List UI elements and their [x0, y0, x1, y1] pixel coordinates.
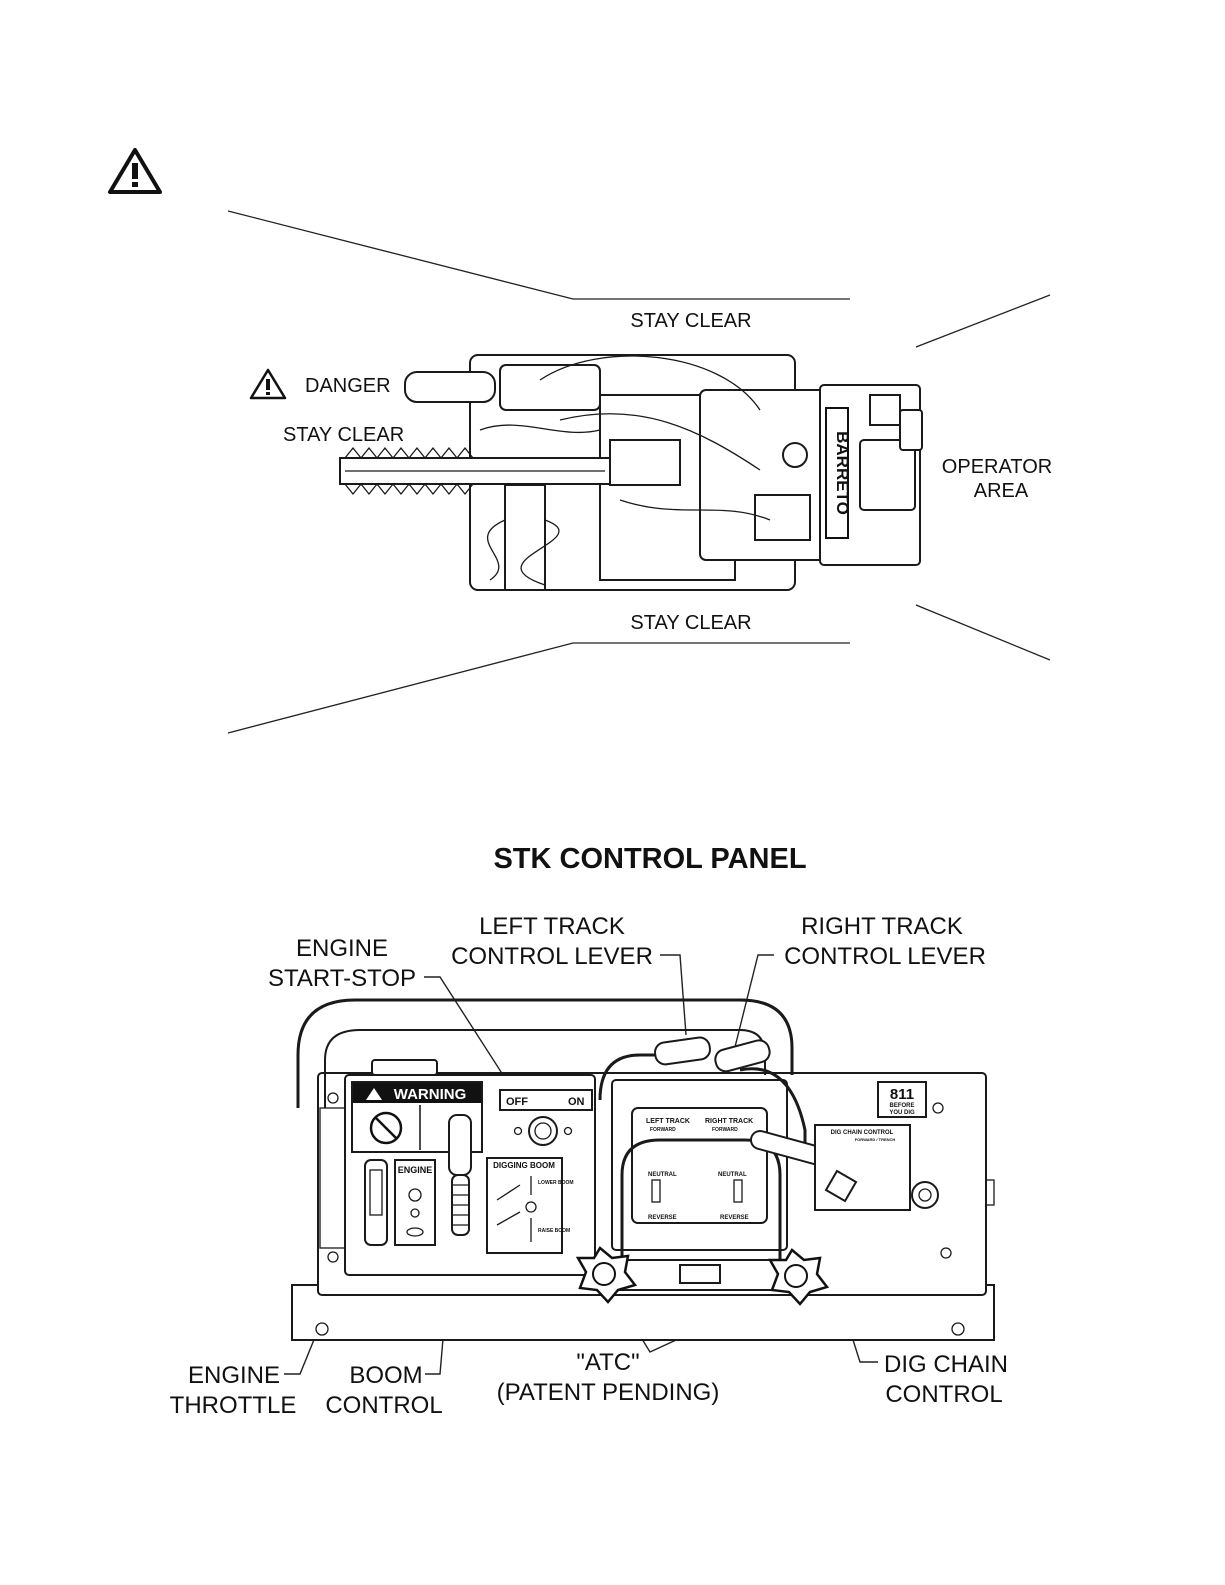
engine-decal-text: ENGINE: [398, 1165, 433, 1175]
switch-on-text: ON: [568, 1096, 585, 1108]
dig-chain-label-1: DIG CHAIN: [884, 1351, 1008, 1378]
call-811-you-dig: YOU DIG: [889, 1110, 915, 1116]
engine-throttle-lever: [364, 1159, 388, 1246]
control-panel-title: STK CONTROL PANEL: [493, 843, 806, 875]
dig-chain-decal: [814, 1124, 911, 1211]
left-track-label-1: LEFT TRACK: [479, 913, 625, 940]
right-track-control-lever: [714, 1039, 771, 1073]
reverse-left-text: REVERSE: [648, 1215, 677, 1221]
stay-clear-bottom-label: STAY CLEAR: [630, 612, 751, 634]
reverse-right-text: REVERSE: [720, 1215, 749, 1221]
call-811-decal: [877, 1081, 927, 1118]
danger-triangle-icon: [249, 368, 287, 400]
forward-right-text: FORWARD: [712, 1127, 738, 1133]
brand-plate-text: BARRETO: [833, 431, 852, 515]
boom-control-label-1: BOOM: [349, 1362, 422, 1389]
atc-label-2: (PATENT PENDING): [497, 1379, 720, 1406]
dig-chain-label-2: CONTROL: [885, 1381, 1002, 1408]
warning-decal-text: WARNING: [394, 1086, 467, 1103]
call-811-number: 811: [890, 1086, 914, 1103]
stay-clear-zone-lines: [227, 210, 1051, 734]
ignition-key-switch: [528, 1116, 558, 1146]
boom-control-label-2: CONTROL: [325, 1392, 442, 1419]
atc-label-1: "ATC": [576, 1349, 639, 1376]
atc-knob-left: [575, 1246, 638, 1304]
engine-start-stop-label-2: START-STOP: [268, 965, 416, 992]
forward-trench-text: FORWARD / TRENCH: [855, 1137, 896, 1142]
turtle-slow-icon: [406, 1227, 424, 1237]
engine-throttle-label-1: ENGINE: [188, 1362, 280, 1389]
raise-boom-text: RAISE BOOM: [538, 1228, 570, 1234]
left-track-control-lever: [654, 1036, 711, 1066]
atc-knob-right: [767, 1248, 830, 1306]
engine-start-stop-label-1: ENGINE: [296, 935, 388, 962]
neutral-right-text: NEUTRAL: [718, 1172, 747, 1178]
trencher-top-view: BARRETO: [339, 354, 923, 591]
right-track-label-1: RIGHT TRACK: [801, 913, 963, 940]
left-track-decal-text: LEFT TRACK: [646, 1118, 690, 1125]
left-track-label-2: CONTROL LEVER: [451, 943, 653, 970]
stay-clear-top-label: STAY CLEAR: [630, 310, 751, 332]
callout-labels: ENGINE START-STOP LEFT TRACK CONTROL LEV…: [170, 913, 1008, 1419]
rabbit-fast-icon: [408, 1188, 422, 1202]
right-track-decal-text: RIGHT TRACK: [705, 1118, 753, 1125]
digging-boom-decal-text: DIGGING BOOM: [493, 1161, 555, 1170]
lower-boom-text: LOWER BOOM: [538, 1180, 574, 1186]
neutral-left-text: NEUTRAL: [648, 1172, 677, 1178]
forward-left-text: FORWARD: [650, 1127, 676, 1133]
right-track-label-2: CONTROL LEVER: [784, 943, 986, 970]
dig-chain-control-decal-text: DIG CHAIN CONTROL: [831, 1130, 894, 1136]
engine-throttle-label-2: THROTTLE: [170, 1392, 297, 1419]
boom-control-knob: [448, 1114, 472, 1176]
danger-label: DANGER: [305, 375, 391, 397]
danger-stay-clear-label: STAY CLEAR: [283, 424, 404, 446]
operator-area-label-line1: OPERATOR: [942, 456, 1052, 478]
call-811-before: BEFORE: [889, 1103, 914, 1109]
no-parking-icon: [369, 1111, 403, 1145]
switch-off-text: OFF: [506, 1096, 528, 1108]
operator-area-label-line2: AREA: [974, 480, 1029, 502]
warning-triangle-icon: [108, 148, 162, 194]
stk-control-panel-drawing: WARNING OFF ON ENGINE DIGGING BOOM LOWER…: [291, 998, 995, 1341]
